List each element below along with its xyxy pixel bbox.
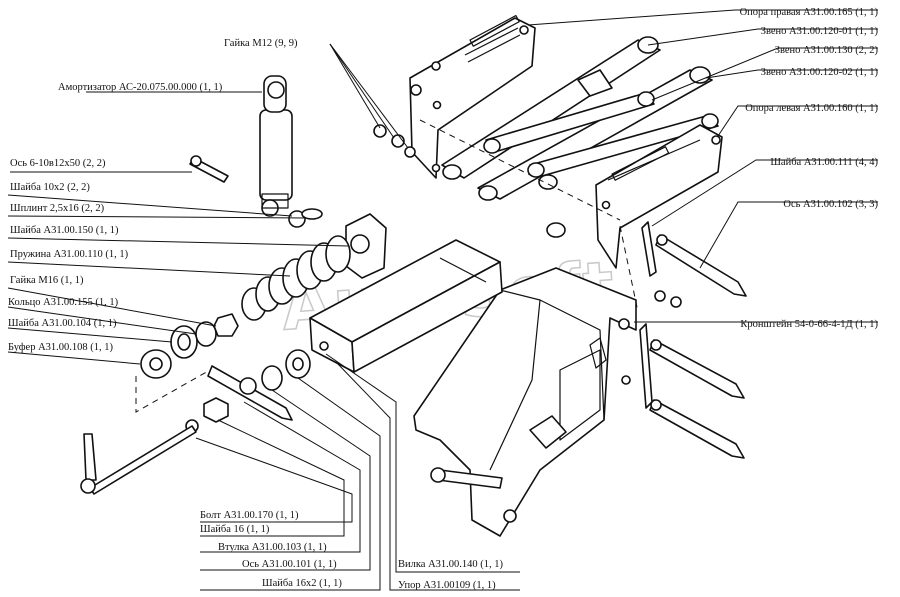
right-support-part — [409, 14, 536, 179]
assembly-axis-lines — [135, 119, 639, 413]
bolt-part — [80, 349, 311, 495]
label-nut-m16: Гайка М16 (1, 1) — [10, 275, 84, 286]
links-part — [441, 36, 719, 238]
label-axle-101: Ось А31.00.101 (1, 1) — [242, 559, 337, 570]
label-washer-10x2: Шайба 10х2 (2, 2) — [10, 182, 90, 193]
right-washers-part — [639, 221, 682, 409]
label-washer-16: Шайба 16 (1, 1) — [200, 524, 270, 535]
bracket-part — [413, 267, 637, 537]
label-bracket-54: Кронштейн 54-0-66-4-1Д (1, 1) — [740, 319, 878, 330]
shock-absorber-part — [259, 75, 293, 217]
nut-ring-buffer-part — [140, 313, 239, 379]
label-washer-111: Шайба А31.00.111 (4, 4) — [770, 157, 878, 168]
label-link-120-01: Звено А31.00.120-01 (1, 1) — [761, 26, 879, 37]
spring-part — [241, 235, 351, 321]
label-link-130: Звено А31.00.130 (2, 2) — [775, 45, 879, 56]
parts-drawing — [80, 14, 747, 537]
part-labels: Опора правая А31.00.165 (1, 1) Звено А31… — [8, 7, 879, 591]
label-left-support: Опора левая А31.00.160 (1, 1) — [745, 103, 878, 114]
label-stop-109: Упор А31.00109 (1, 1) — [398, 580, 496, 591]
label-ring-155: Кольцо А31.00.155 (1, 1) — [8, 297, 119, 308]
label-washer-104: Шайба А31.00.104 (1, 1) — [8, 318, 117, 329]
small-pin-part — [189, 155, 323, 228]
label-shock-absorber: Амортизатор АС-20.075.00.000 (1, 1) — [58, 82, 223, 93]
axles-part — [649, 234, 747, 459]
label-axle-102: Ось А31.00.102 (3, 3) — [783, 199, 878, 210]
label-washer-16x2: Шайба 16х2 (1, 1) — [262, 578, 342, 589]
label-spring: Пружина А31.00.110 (1, 1) — [10, 249, 129, 260]
m12-nuts-part — [373, 84, 422, 158]
label-axle-6-10: Ось 6-10в12х50 (2, 2) — [10, 158, 106, 169]
label-buffer-108: Буфер А31.00.108 (1, 1) — [8, 342, 114, 353]
label-cotter-pin: Шплинт 2,5х16 (2, 2) — [10, 203, 105, 214]
plate-washer-part — [345, 213, 387, 279]
leader-lines — [7, 9, 878, 591]
label-fork-140: Вилка А31.00.140 (1, 1) — [398, 559, 504, 570]
left-support-part — [595, 124, 723, 269]
tube-part — [309, 239, 503, 373]
label-bolt-170: Болт А31.00.170 (1, 1) — [200, 510, 299, 521]
label-right-support: Опора правая А31.00.165 (1, 1) — [740, 7, 879, 18]
label-bushing-103: Втулка А31.00.103 (1, 1) — [218, 542, 327, 553]
label-washer-150: Шайба А31.00.150 (1, 1) — [10, 225, 119, 236]
label-nut-m12: Гайка М12 (9, 9) — [224, 38, 298, 49]
label-link-120-02: Звено А31.00.120-02 (1, 1) — [761, 67, 879, 78]
